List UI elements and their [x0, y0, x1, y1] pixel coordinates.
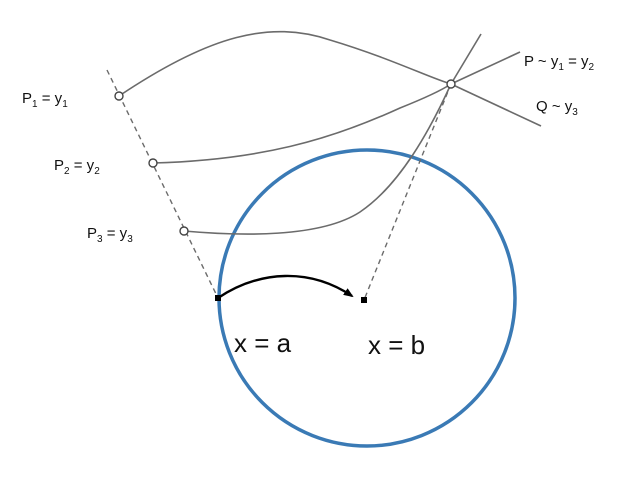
arrow-a-to-b — [217, 274, 354, 299]
label-q: Q ~ y3 — [536, 98, 578, 118]
label-x-a: x = a — [234, 328, 292, 358]
point-p2 — [148, 158, 158, 168]
point-convergence — [446, 79, 456, 89]
label-p3: P3 = y3 — [87, 225, 133, 245]
marker-b — [361, 297, 367, 303]
line-q-extension — [450, 83, 542, 127]
curve-p3 — [183, 83, 452, 235]
dashed-line-a — [106, 69, 219, 299]
curve-p1 — [118, 30, 452, 97]
dashed-line-b — [363, 83, 452, 301]
marker-a — [215, 295, 221, 301]
label-x-b: x = b — [368, 330, 425, 360]
label-p1: P1 = y1 — [22, 90, 68, 110]
point-p1 — [114, 91, 124, 101]
label-p2: P2 = y2 — [54, 157, 100, 177]
point-p3 — [179, 226, 189, 236]
line-p3-extension — [450, 33, 482, 85]
label-p: P ~ y1 = y2 — [524, 53, 595, 73]
curve-p2 — [152, 83, 452, 164]
line-p-extension — [450, 51, 521, 85]
